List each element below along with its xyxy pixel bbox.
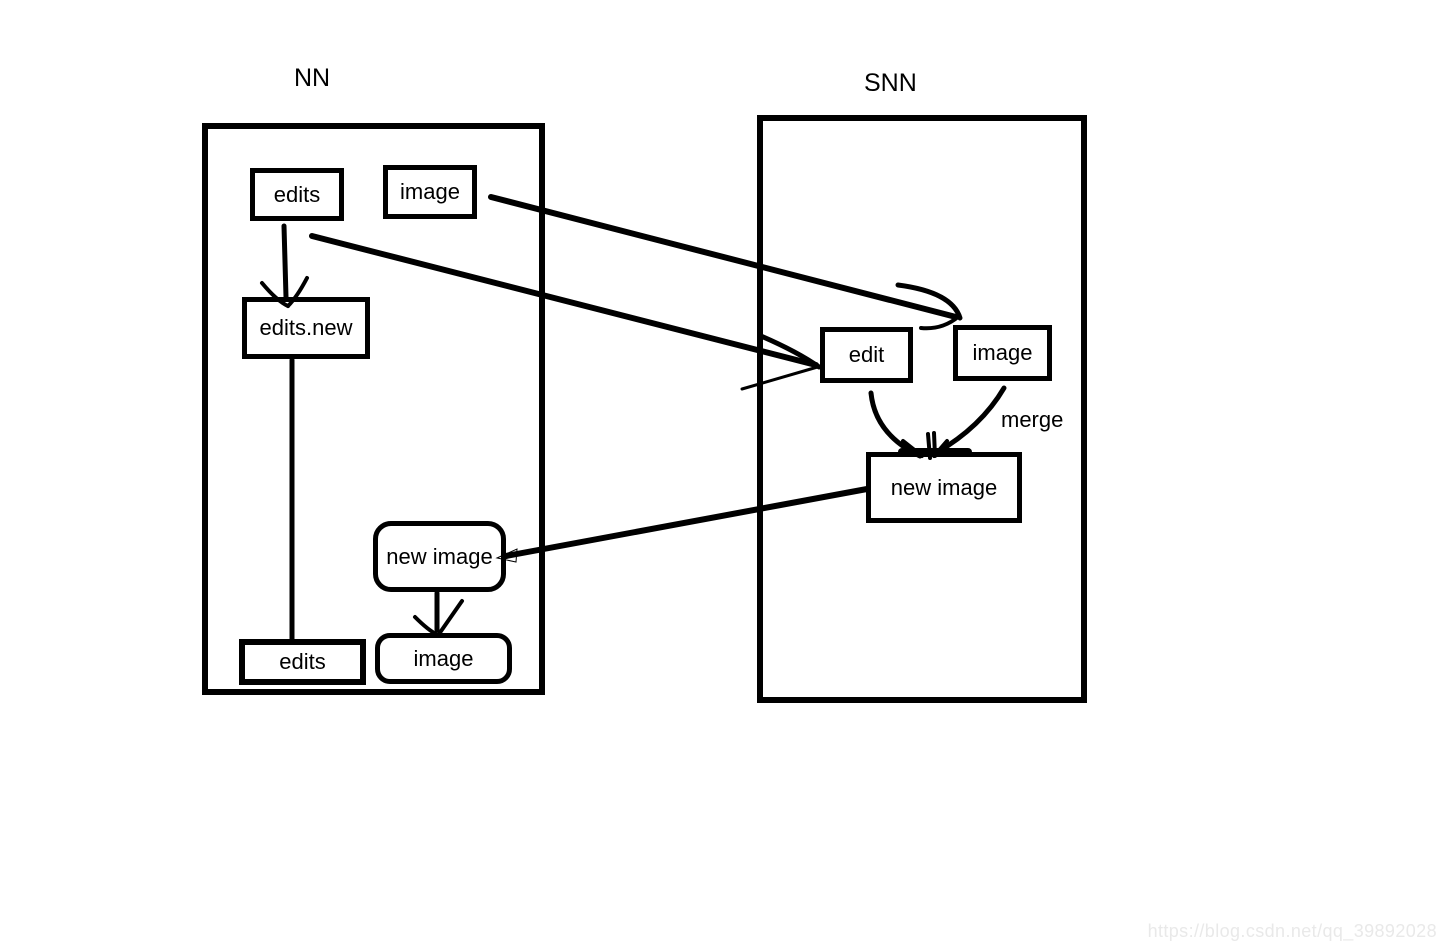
watermark: https://blog.csdn.net/qq_39892028 [1147, 921, 1437, 941]
nn-new-image-box: new image [373, 521, 506, 592]
snn-new-image-label: new image [890, 474, 998, 500]
nn-image-bottom-box: image [375, 633, 512, 684]
nn-image-label: image [400, 179, 460, 204]
nn-edits-bottom-box: edits [239, 639, 366, 685]
snn-edit-box: edit [820, 327, 913, 383]
snn-image-label: image [972, 340, 1033, 365]
nn-edits-bottom-label: edits [279, 649, 326, 674]
nn-edits-label: edits [273, 181, 321, 207]
nn-image-box: image [383, 165, 477, 219]
nn-container-frame [202, 123, 545, 695]
nn-edits-new-label: edits.new [259, 315, 353, 340]
nn-image-bottom-label: image [413, 645, 474, 671]
merge-label: merge [1001, 407, 1064, 432]
snn-edit-label: edit [848, 342, 885, 367]
snn-title: SNN [864, 69, 917, 97]
nn-edits-box: edits [250, 168, 344, 221]
nn-new-image-label: new image [386, 543, 493, 569]
snn-container-frame [757, 115, 1087, 703]
snn-new-image-box: new image [866, 452, 1022, 523]
snn-image-box: image [953, 325, 1052, 381]
nn-title: NN [294, 64, 331, 92]
nn-edits-new-box: edits.new [242, 297, 370, 359]
